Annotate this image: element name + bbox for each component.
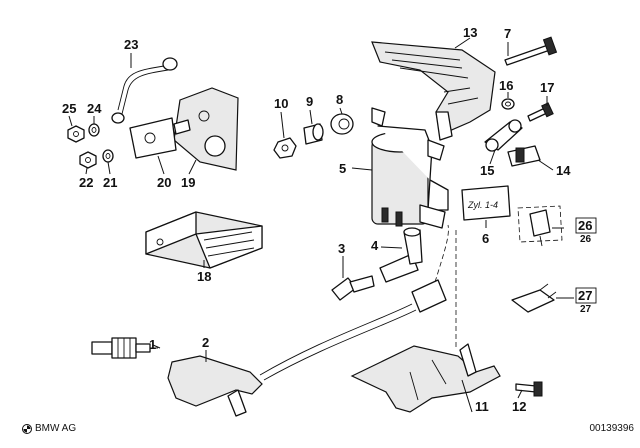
label-27-sub: 27 — [580, 304, 592, 315]
label-11: 11 — [475, 399, 489, 414]
control-unit-part — [145, 211, 263, 269]
label-6: 6 — [482, 231, 489, 246]
label-16: 16 — [499, 78, 513, 93]
terminal-27-part — [511, 283, 557, 313]
clamp-15-part — [484, 119, 523, 152]
nut-10-part — [273, 137, 297, 159]
screw-17-part — [527, 102, 554, 122]
footer-brand-text: BMW AG — [35, 423, 77, 434]
washer-24-part — [88, 123, 100, 137]
label-9: 9 — [306, 94, 313, 109]
sleeve-9-part — [303, 123, 324, 145]
label-26-box — [575, 217, 597, 234]
label-2: 2 — [202, 335, 209, 350]
terminal-26-part — [517, 205, 563, 247]
label-8: 8 — [336, 92, 343, 107]
cylinder-tag-part: Zyl. 1-4 — [461, 185, 511, 221]
heat-shield-part — [350, 343, 501, 413]
label-15: 15 — [480, 163, 494, 178]
label-1: 1 — [149, 337, 156, 352]
screw-12-part — [515, 381, 543, 397]
label-27-box — [575, 287, 597, 304]
label-7: 7 — [504, 26, 511, 41]
washer-21-part — [102, 149, 114, 163]
label-19: 19 — [181, 175, 195, 190]
spark-plug-part — [91, 337, 158, 359]
label-21: 21 — [103, 175, 117, 190]
coil-cover-part — [371, 41, 496, 141]
label-27: 27 — [578, 288, 592, 303]
label-12: 12 — [512, 399, 526, 414]
label-23: 23 — [124, 37, 138, 52]
plug-boot-part — [167, 355, 263, 417]
label-5: 5 — [339, 161, 346, 176]
footer-brand: BMW AG — [22, 423, 76, 434]
connector-3-part — [331, 275, 375, 301]
label-3: 3 — [338, 241, 345, 256]
washer-16-part — [501, 98, 515, 110]
label-22: 22 — [79, 175, 93, 190]
bolt-7-part — [504, 36, 558, 66]
ignition-lead-part — [259, 224, 457, 381]
label-17: 17 — [540, 80, 554, 95]
nut-25-part — [67, 125, 85, 143]
label-14: 14 — [556, 163, 571, 178]
nut-22-part — [79, 151, 97, 169]
label-26-sub: 26 — [580, 234, 592, 245]
connector-14-part — [507, 145, 541, 167]
part-labels: 23 25 24 22 21 20 19 18 10 9 8 5 3 4 6 1… — [62, 25, 592, 414]
connector-4-part — [379, 227, 423, 283]
cylinder-tag-text: Zyl. 1-4 — [467, 200, 498, 210]
label-10: 10 — [274, 96, 288, 111]
ignition-coil-part — [371, 107, 449, 229]
ground-strap-part — [111, 57, 178, 124]
label-24: 24 — [87, 101, 102, 116]
bmw-roundel-icon — [22, 423, 32, 434]
label-18: 18 — [197, 269, 211, 284]
footer-doc-id: 00139396 — [589, 423, 635, 434]
label-20: 20 — [157, 175, 171, 190]
mount-bracket-part — [129, 87, 239, 171]
leader-lines — [68, 37, 574, 413]
grommet-8-part — [330, 113, 354, 135]
label-4: 4 — [371, 238, 379, 253]
label-26: 26 — [578, 218, 592, 233]
label-13: 13 — [463, 25, 477, 40]
label-25: 25 — [62, 101, 76, 116]
